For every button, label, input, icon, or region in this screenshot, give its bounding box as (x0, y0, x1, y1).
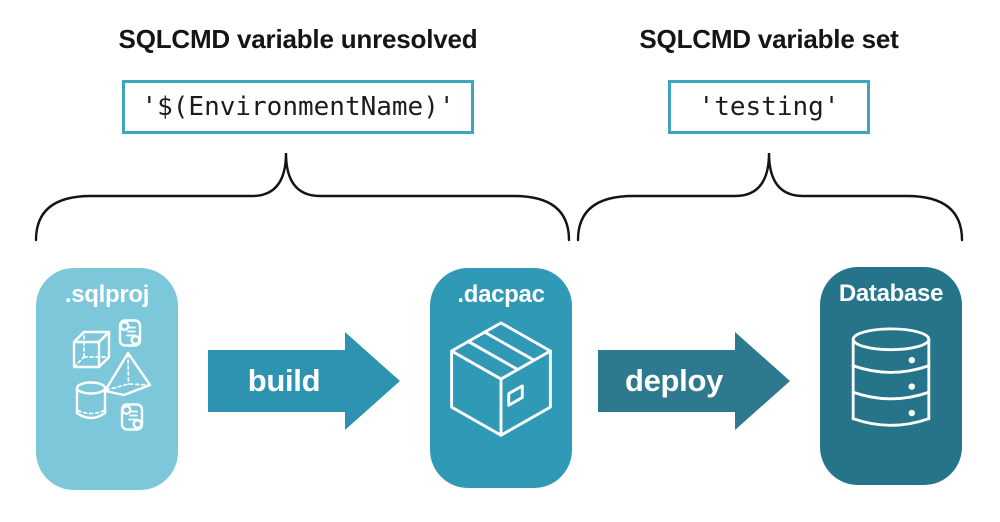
deploy-arrow-shape (598, 332, 790, 430)
node-sqlproj: .sqlproj (36, 268, 178, 490)
unresolved-variable-box: '$(EnvironmentName)' (122, 80, 474, 134)
package-box-icon (450, 321, 552, 437)
build-arrow: build (208, 332, 400, 430)
cylinder-icon (75, 381, 107, 420)
deploy-arrow-label: deploy (624, 363, 724, 398)
database-cylinder-icon (851, 327, 931, 427)
left-brace (34, 152, 571, 242)
resolved-variable-box: 'testing' (668, 80, 870, 134)
node-dacpac: .dacpac (430, 268, 572, 488)
sql-project-objects-icon (72, 319, 152, 431)
pyramid-icon (103, 351, 152, 397)
left-column-title: SQLCMD variable unresolved (118, 24, 478, 54)
right-column-title: SQLCMD variable set (639, 24, 899, 54)
scroll-icon (120, 403, 144, 431)
right-brace (576, 152, 964, 242)
node-sqlproj-label: .sqlproj (64, 281, 150, 308)
scroll-icon (118, 319, 142, 347)
deploy-arrow: deploy (598, 332, 790, 430)
node-dacpac-label: .dacpac (457, 281, 545, 308)
build-arrow-shape (208, 332, 400, 430)
node-database-label: Database (838, 280, 944, 307)
node-database: Database (820, 267, 962, 485)
unresolved-variable-text: '$(EnvironmentName)' (141, 92, 455, 122)
cube-icon (72, 330, 111, 369)
resolved-variable-text: 'testing' (698, 92, 840, 122)
build-arrow-label: build (247, 363, 321, 398)
